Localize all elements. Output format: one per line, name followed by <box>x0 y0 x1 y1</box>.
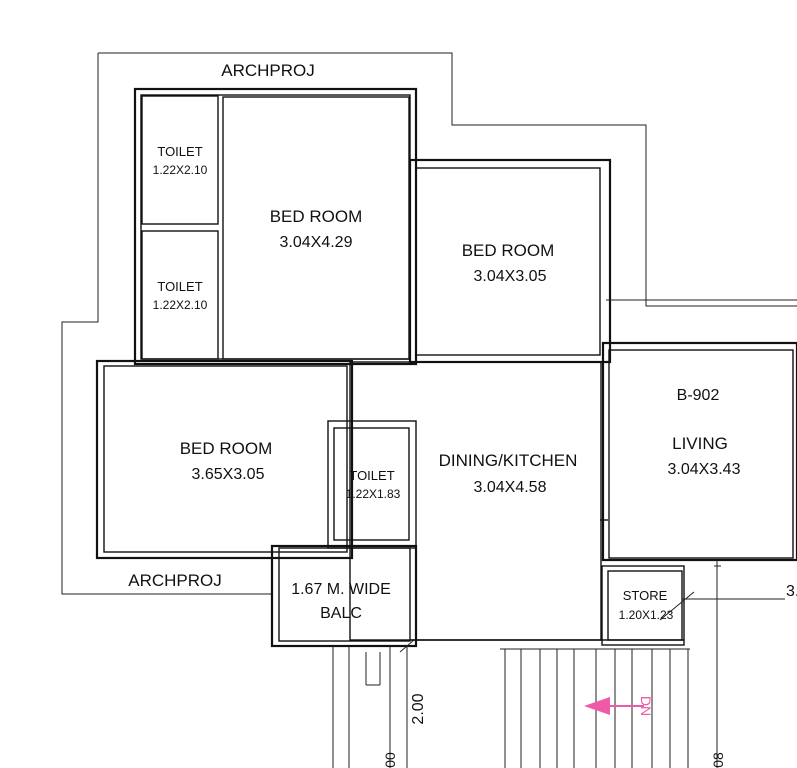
unit-walls <box>95 87 797 768</box>
room-dim-toilet-2: 1.22X2.10 <box>153 298 208 312</box>
staircase <box>332 639 690 768</box>
room-dim-toilet-1: 1.22X2.10 <box>153 163 208 177</box>
room-name-toilet-2: TOILET <box>157 279 202 294</box>
outer-boundary <box>61 52 797 595</box>
right-dimension-cut: 3. <box>786 583 797 600</box>
right-vertical-dimension: 08 <box>710 752 726 768</box>
unit-id: B-902 <box>677 387 720 404</box>
room-name-living: LIVING <box>672 434 728 453</box>
room-name-bedroom-2: BED ROOM <box>462 241 555 260</box>
stair-width-dimension: 2.00 <box>410 693 427 724</box>
room-dim-balcony: BALC <box>320 605 362 622</box>
room-name-dining: DINING/KITCHEN <box>439 451 578 470</box>
room-dim-toilet-3: 1.22X1.83 <box>346 487 401 501</box>
room-dim-living: 3.04X3.43 <box>668 461 741 478</box>
room-name-bedroom-1: BED ROOM <box>270 207 363 226</box>
room-dim-bedroom-1: 3.04X4.29 <box>280 234 353 251</box>
room-name-store: STORE <box>623 588 668 603</box>
watermark-bottom: ARCHPROJ <box>128 571 222 590</box>
room-dim-bedroom-3: 3.65X3.05 <box>192 466 265 483</box>
room-dim-store: 1.20X1.23 <box>619 608 674 622</box>
stair-down-arrow <box>584 697 644 715</box>
room-name-bedroom-3: BED ROOM <box>180 439 273 458</box>
watermark-top: ARCHPROJ <box>221 61 315 80</box>
stair-side-dimension: 00 <box>382 752 398 768</box>
stair-direction-label: DN <box>638 696 654 716</box>
room-dim-bedroom-2: 3.04X3.05 <box>474 268 547 285</box>
room-name-toilet-3: TOILET <box>349 468 394 483</box>
room-dim-dining: 3.04X4.58 <box>474 479 547 496</box>
room-name-balcony: 1.67 M. WIDE <box>291 581 391 598</box>
room-name-toilet-1: TOILET <box>157 144 202 159</box>
